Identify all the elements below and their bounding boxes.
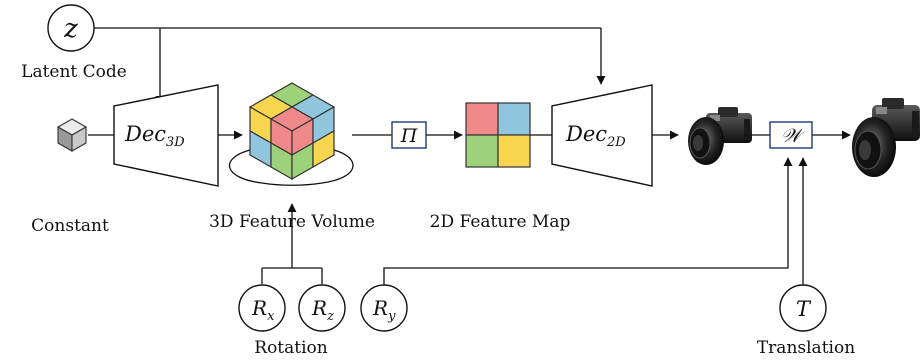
feature-map-grid xyxy=(465,102,531,168)
ry-to-warp-arrow xyxy=(383,157,793,285)
rotation-rz-label: Rz xyxy=(311,296,334,324)
rotation-ry-label: Ry xyxy=(372,296,396,324)
volume-cell xyxy=(312,129,335,169)
rotation-ring-bottom xyxy=(261,182,323,186)
feature-map-cell xyxy=(465,134,499,168)
translation-circle xyxy=(779,284,827,332)
feature-map-label: 2D Feature Map xyxy=(430,212,571,232)
rotation-rz-circle xyxy=(298,284,346,332)
feature-map-cell xyxy=(497,134,531,168)
warp-symbol: 𝒲 xyxy=(781,125,805,147)
feature-map-cell xyxy=(465,102,499,136)
feature-map-cell xyxy=(497,102,531,136)
rendered-camera-image xyxy=(688,107,752,165)
rotation-label: Rotation xyxy=(254,338,328,358)
warp-operator xyxy=(769,121,813,149)
rotation-rz-node: Rz xyxy=(298,284,346,332)
dec3d-block xyxy=(113,84,219,187)
projection-symbol: Π xyxy=(400,125,418,147)
dec2d-block xyxy=(551,84,653,187)
rotation-ring-right xyxy=(321,149,354,184)
rotation-rx-circle xyxy=(238,284,286,332)
rotation-rx-node: Rx xyxy=(238,284,286,332)
dec2d-label: Dec2D xyxy=(565,122,626,150)
dec3d-label: Dec3D xyxy=(124,122,185,150)
latent-code-node: z xyxy=(47,4,95,52)
constant-cube-icon xyxy=(56,118,88,152)
feature-volume-cube xyxy=(248,82,336,181)
translation-symbol: T xyxy=(796,297,812,321)
latent-code-label: Latent Code xyxy=(21,62,127,82)
rotation-ring-left xyxy=(229,149,263,184)
constant-label: Constant xyxy=(31,216,109,236)
translation-node: T xyxy=(779,284,827,332)
rotation-ry-node: Ry xyxy=(360,284,408,332)
latent-code-symbol: z xyxy=(63,14,78,44)
rotation-rx-label: Rx xyxy=(251,296,275,324)
translation-label: Translation xyxy=(757,338,855,358)
output-camera-image xyxy=(852,98,920,177)
